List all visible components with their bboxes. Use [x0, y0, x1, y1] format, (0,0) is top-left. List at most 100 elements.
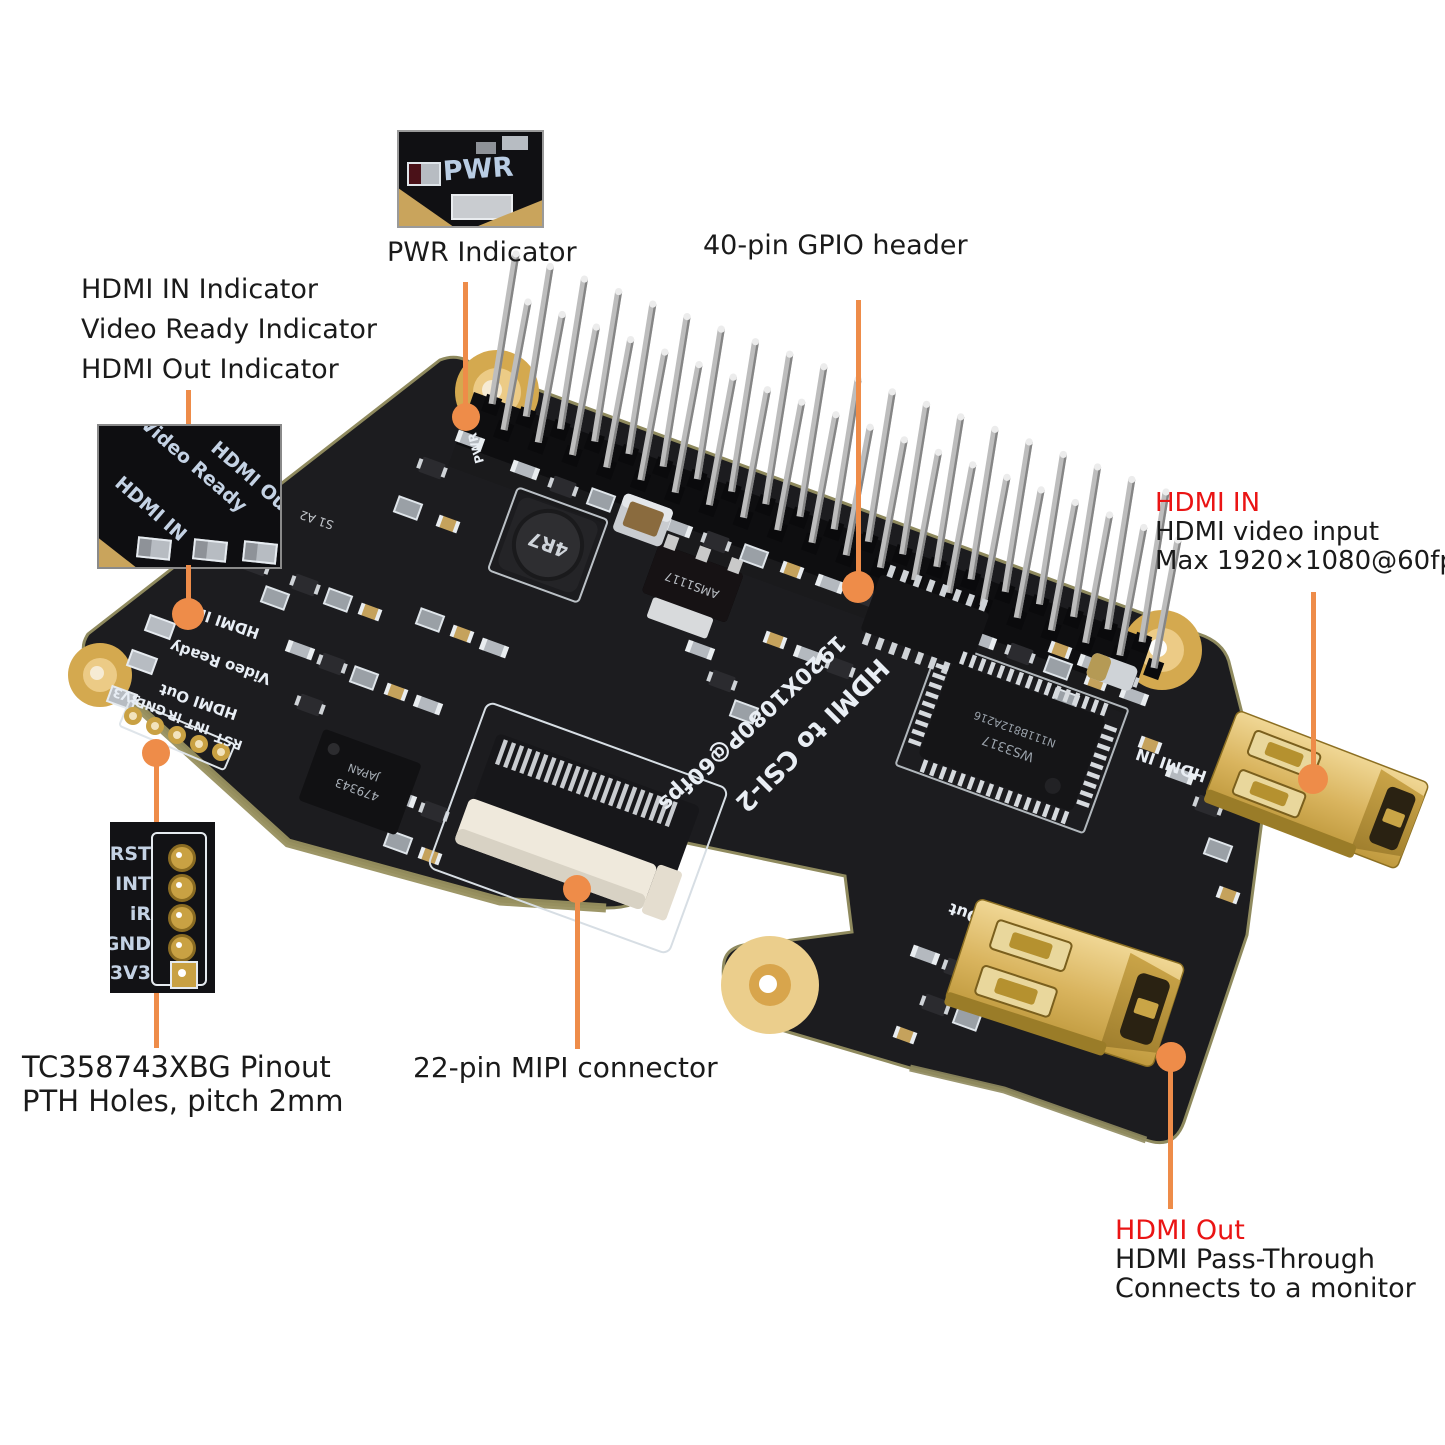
pinout-hole-4	[168, 934, 196, 962]
gpio-pin-shade	[642, 351, 669, 481]
gpio-pin-shade	[710, 376, 737, 506]
smd-body	[415, 695, 441, 715]
gpio-pin-socket	[527, 432, 549, 455]
smd-component	[892, 1025, 918, 1045]
callout-line-pwr	[463, 282, 468, 417]
gpio-pin-tip	[524, 298, 532, 306]
ffc-tooth	[648, 795, 662, 822]
ffc-tooth	[608, 780, 622, 807]
label-pinout-block: TC358743XBG Pinout PTH Holes, pitch 2mm	[22, 1050, 344, 1118]
pin-label-ir: iR	[129, 903, 151, 925]
smd-body	[481, 638, 507, 658]
smd-component	[738, 543, 770, 569]
smd-cap	[452, 520, 461, 534]
gpio-pin	[1035, 453, 1067, 605]
pin-label-rst: RST	[110, 843, 151, 865]
smd-lead	[294, 695, 302, 706]
smd-lead	[440, 467, 448, 478]
gpio-pin	[1150, 539, 1182, 669]
smd-cap	[306, 647, 316, 661]
smd-cap	[814, 573, 824, 587]
silkscreen-outlines	[428, 487, 1129, 954]
power-inductor: 4R7	[498, 497, 598, 593]
pin-label-3v3: 3V3	[110, 962, 151, 984]
smd-body	[1140, 736, 1160, 754]
smd-cap	[357, 602, 366, 616]
smd-lead	[848, 667, 856, 678]
smd-component	[322, 587, 354, 613]
pwr-inset-label: PWR	[442, 151, 515, 188]
smd-body	[1167, 765, 1193, 785]
led-indicators-inset: HDMI IN Video Ready HDMI Out	[97, 424, 282, 569]
gpio-pin	[659, 316, 691, 468]
gpio-pin-shade	[869, 391, 896, 542]
gpio-pin-socket	[698, 494, 720, 518]
gpio-pin	[933, 416, 965, 568]
smd-lead	[340, 663, 348, 674]
qfp-pin	[1022, 796, 1032, 811]
gpio-pin-socket	[800, 532, 823, 555]
gpio-pin	[1001, 441, 1033, 593]
smd-lead	[1004, 644, 1012, 655]
soic-pin	[874, 637, 885, 651]
gpio-pin-shade	[505, 301, 532, 431]
qfp-pin	[958, 651, 968, 665]
ffc-tooth	[543, 756, 557, 783]
smd-component	[509, 459, 541, 481]
smd-cap	[434, 852, 443, 866]
callout-dot-hdmi-in	[1298, 764, 1328, 794]
gpio-pin-shade	[744, 389, 772, 518]
gpio-pin-tip	[1140, 523, 1148, 532]
gpio-pin	[796, 366, 828, 518]
smd-cap	[1186, 772, 1196, 786]
soic-pin	[899, 569, 910, 583]
gpio-pin-shade	[1143, 491, 1170, 643]
smd-component	[357, 602, 383, 622]
smd-body	[322, 587, 354, 613]
gpio-pin-shade	[778, 401, 806, 531]
qfp-pin	[996, 664, 1006, 679]
qfp-pin	[1099, 702, 1109, 717]
smd-lead	[1132, 677, 1140, 688]
gpio-pin-socket	[857, 531, 879, 554]
smd-body	[452, 625, 472, 643]
gpio-pin-socket	[1131, 631, 1153, 655]
smd-component	[779, 560, 805, 580]
callout-line-indicators-b	[186, 565, 191, 614]
smd-component	[792, 644, 824, 666]
soic-pin	[927, 656, 938, 670]
gpio-pin-socket	[549, 418, 571, 442]
pwr-indicator-inset: PWR	[397, 130, 544, 228]
gpio-pin-shade	[801, 366, 828, 517]
smd-lead	[730, 680, 738, 691]
smd-body	[585, 487, 617, 513]
gpio-pin-shade	[493, 253, 520, 405]
qfp-pin	[931, 672, 946, 681]
smd-body	[549, 475, 577, 499]
gpio-pin-shade	[561, 278, 589, 430]
qfp-pin	[1082, 780, 1097, 790]
smd-body	[386, 683, 406, 701]
gpio-pin-shade	[595, 291, 623, 442]
smd-component	[585, 487, 617, 513]
gpio-pin-tip	[786, 350, 794, 358]
gpio-pin	[1082, 514, 1114, 644]
smd-lead	[418, 802, 426, 813]
ffc-tooth	[632, 789, 646, 816]
smd-body	[1218, 886, 1238, 904]
pinout-hole-1	[168, 844, 196, 872]
smd-component	[1215, 885, 1241, 905]
smd-lead	[1028, 653, 1036, 664]
ffc-tooth	[575, 768, 589, 795]
smd-cap	[909, 944, 919, 958]
smd-lead	[943, 1004, 951, 1015]
smd-lead	[824, 658, 832, 669]
qfp-pin	[929, 762, 938, 777]
smd-component	[392, 495, 424, 521]
gpio-pin	[488, 253, 520, 405]
smd-cap	[796, 566, 805, 580]
smd-cap	[408, 795, 418, 809]
gpio-pin-shade	[949, 464, 977, 594]
smd-body	[360, 603, 380, 621]
